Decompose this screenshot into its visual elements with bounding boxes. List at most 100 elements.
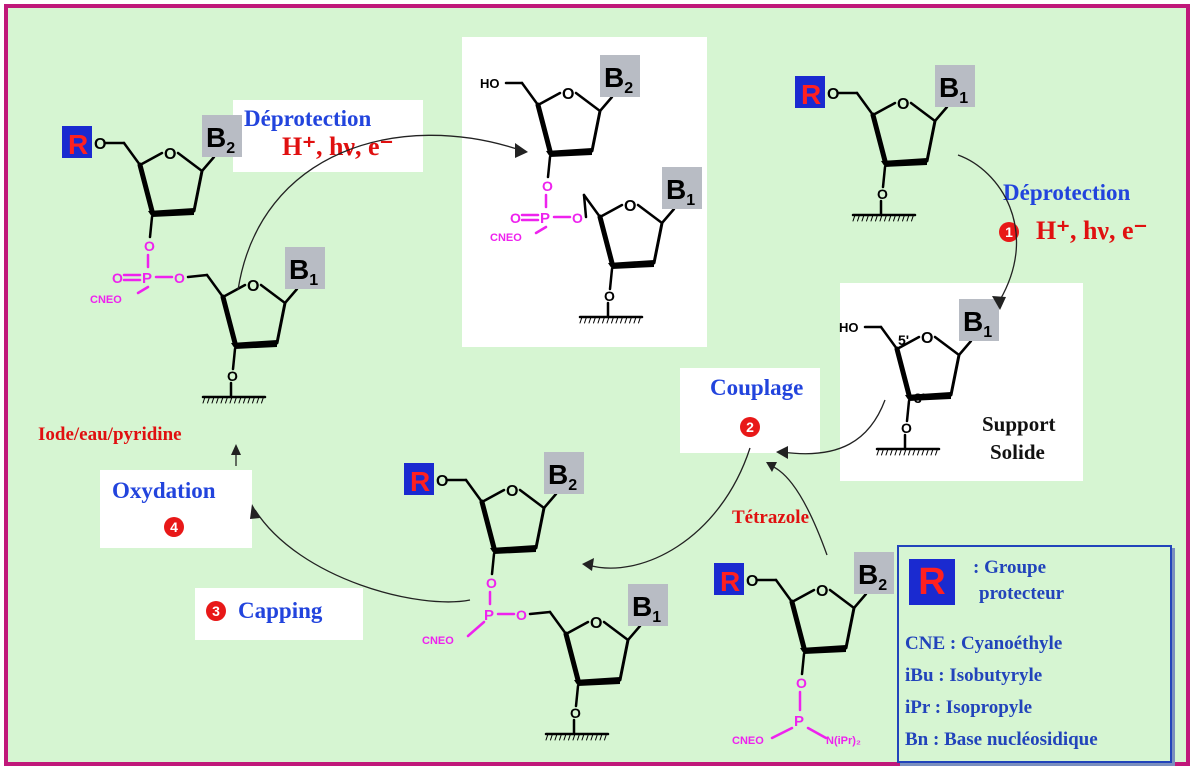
legend-ibu: iBu : Isobutyryle — [905, 665, 1043, 686]
ring-wedge-bond — [881, 158, 927, 167]
c3-o-bond — [546, 155, 552, 179]
oxydation-step: 4 — [164, 517, 184, 537]
ring-wedge-bond — [148, 208, 194, 217]
deprotection-top-conditions: H⁺, hν, e⁻ — [282, 132, 394, 161]
arrow-capping — [254, 509, 471, 603]
phosphate-bond — [534, 225, 548, 235]
phosphoryl-oxygen-label: O — [112, 270, 123, 286]
solid-support-hatch — [579, 316, 583, 324]
ring-bond — [192, 169, 204, 213]
legend-ipr: iPr : Isopropyle — [905, 697, 1033, 718]
ring-bond — [636, 203, 664, 225]
solid-support-hatch — [545, 733, 549, 741]
solid-support-hatch — [908, 448, 911, 456]
arrow-couplage-in — [781, 399, 886, 455]
base-box — [600, 55, 640, 97]
solid-support-hatch — [604, 733, 607, 741]
base-subscript: 2 — [624, 80, 633, 97]
step-badge-4: 4 — [164, 517, 184, 537]
ring-wedge-bond — [608, 260, 654, 269]
arrow-capping-head — [250, 504, 260, 519]
r-label: R — [720, 566, 740, 597]
base-box — [202, 115, 242, 157]
solid-support-hatch — [921, 448, 925, 456]
solid-support-hatch — [881, 448, 884, 456]
ring-bond — [618, 638, 630, 682]
solid-support-hatch — [857, 214, 860, 222]
r-badge — [795, 76, 825, 108]
solid-support-hatch — [238, 396, 242, 404]
deprotection-top-title: Déprotection — [244, 106, 372, 131]
solid-support-hatch — [906, 214, 910, 222]
solid-support-hatch — [550, 733, 553, 741]
base-box — [662, 167, 702, 209]
solid-support-hatch — [229, 396, 233, 404]
glycosidic-bond — [660, 207, 676, 225]
support-label-2: Solide — [990, 440, 1045, 464]
c5-bond — [548, 610, 568, 636]
couplage-box — [680, 368, 820, 453]
c5-bond — [855, 91, 875, 117]
glycosidic-bond — [283, 287, 299, 305]
solid-support-hatch — [597, 316, 601, 324]
c5-bond — [122, 141, 142, 167]
cneo-label: CNEO — [90, 294, 122, 306]
step-badge-1: 1 — [999, 222, 1019, 242]
five-prime-label: 5' — [898, 332, 909, 348]
solid-support-hatch — [852, 214, 856, 222]
solid-support-hatch — [568, 733, 571, 741]
c3-o-bond — [905, 399, 911, 423]
solid-support-hatch — [602, 316, 605, 324]
capping-step: 3 — [206, 601, 226, 621]
base-subscript: 1 — [309, 272, 318, 289]
couplage-title: Couplage — [710, 375, 804, 400]
solid-support-hatch — [897, 214, 901, 222]
base-subscript: 1 — [652, 609, 661, 626]
ring-oxygen-label: O — [590, 615, 602, 632]
solid-support-hatch — [620, 316, 623, 324]
solid-support-hatch — [633, 316, 637, 324]
cneo-label: CNEO — [422, 635, 454, 647]
arrow-oxydation-head — [231, 444, 241, 455]
ring-bond — [602, 620, 630, 642]
o3-label: O — [901, 420, 912, 436]
c5-bond — [582, 193, 602, 219]
glycosidic-bond — [957, 339, 973, 357]
ring-bond — [518, 488, 546, 510]
solid-support-hatch — [629, 316, 632, 324]
tetrazole-reagent: Tétrazole — [732, 507, 810, 528]
deprotection-right-step: 1 — [999, 222, 1019, 242]
iodine-reagent: Iode/eau/pyridine — [38, 424, 182, 445]
c5-link-bond — [582, 193, 588, 219]
phosphoryl-oxygen-label: O — [510, 210, 521, 226]
ring-oxygen-label: O — [921, 330, 933, 347]
solid-support-hatch — [606, 316, 610, 324]
ring-bond — [574, 91, 602, 113]
ring-bond — [844, 606, 856, 650]
arrow-deprotection-right — [957, 154, 1018, 301]
amine-label: N(iPr)₂ — [826, 735, 861, 747]
legend-bn: Bn : Base nucléosidique — [905, 729, 1098, 750]
ring-bond — [597, 214, 615, 266]
deprotection-right-title: Déprotection — [1003, 180, 1131, 205]
ring-bond — [870, 112, 888, 164]
o5-label: O — [94, 136, 106, 153]
solid-support-hatch — [588, 316, 592, 324]
arrow-deprotection-right-head — [992, 296, 1006, 310]
phosphate-oxygen-label: O — [144, 238, 155, 254]
ring-oxygen-label: O — [506, 483, 518, 500]
solid-support-hatch — [903, 448, 907, 456]
base-box — [628, 584, 668, 626]
ring-bond — [176, 151, 204, 173]
oxydation-title: Oxydation — [112, 478, 216, 503]
ring-bond — [221, 283, 247, 299]
step-badge-3: 3 — [206, 601, 226, 621]
ring-bond — [652, 221, 664, 265]
phosphite-oxygen-label: O — [486, 575, 497, 591]
r-badge — [62, 126, 92, 158]
three-prime-label: 3' — [914, 390, 925, 406]
hydroxyl-label: HO — [480, 76, 500, 91]
solid-support-hatch — [875, 214, 878, 222]
